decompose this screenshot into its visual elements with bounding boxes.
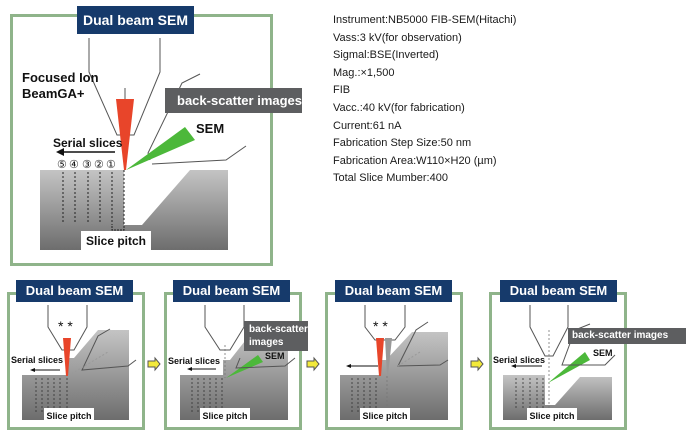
step2-backscatter-line1: back-scatter	[249, 324, 308, 335]
step-arrow-icon-3	[470, 356, 484, 372]
spec-fib: FIB	[333, 84, 351, 97]
step-arrow-icon-1	[147, 356, 161, 372]
sem-label: SEM	[196, 121, 225, 136]
slice-pitch-label: Slice pitch	[81, 231, 151, 251]
step3-graphic	[340, 305, 449, 420]
serial-slices-label: Serial slices	[53, 136, 123, 150]
step2-slice-pitch-label: Slice pitch	[200, 408, 250, 424]
slice-number-3: ③	[82, 159, 92, 171]
backscatter-tag: back-scatter images	[165, 88, 302, 113]
step2-serial-slices-label: Serial slices	[168, 356, 221, 366]
sem-beam	[126, 127, 195, 170]
step1-slice-pitch-label: Slice pitch	[44, 408, 94, 424]
step1-asterisks: * *	[58, 318, 73, 334]
fib-column-outline	[88, 38, 118, 136]
step-arrow-icon-2	[306, 356, 320, 372]
step2-backscatter-line2: images	[249, 337, 284, 348]
step2-graphic	[180, 305, 296, 420]
sample-block-left	[40, 170, 228, 250]
slice-number-1: ①	[106, 159, 116, 171]
specs-list: Instrument:NB5000 FIB-SEM(Hitachi) Vass:…	[333, 12, 516, 188]
step4-title-tag: Dual beam SEM	[500, 280, 617, 302]
main-title-tag: Dual beam SEM	[77, 6, 194, 34]
spec-signal: Sigmal:BSE(Inverted)	[333, 49, 439, 62]
slice-number-2: ②	[94, 159, 104, 171]
step2-backscatter-tag: back-scatter images	[244, 321, 308, 351]
step1-serial-slices-label: Serial slices	[11, 355, 64, 365]
step4-serial-slices-label: Serial slices	[493, 355, 546, 365]
fib-beam	[116, 99, 134, 170]
spec-total-slices: Total Slice Mumber:400	[333, 172, 448, 185]
spec-instrument: Instrument:NB5000 FIB-SEM(Hitachi)	[333, 14, 517, 26]
step4-slice-pitch-label: Slice pitch	[527, 408, 577, 424]
slice-lines	[62, 170, 125, 228]
slice-number-4: ④	[69, 159, 79, 171]
step1-graphic	[22, 305, 137, 420]
step2-title-tag: Dual beam SEM	[173, 280, 290, 302]
fib-label-line1: Focused Ion	[22, 70, 99, 85]
step1-title-tag: Dual beam SEM	[16, 280, 133, 302]
spec-vass: Vass:3 kV(for observation)	[333, 31, 462, 44]
step4-sem-label: SEM	[593, 348, 613, 358]
serial-slices-arrow	[56, 148, 64, 156]
fib-label-line2: BeamGA+	[22, 86, 85, 101]
spec-mag: Mag.:×1,500	[333, 66, 395, 79]
spec-step-size: Fabrication Step Size:50 nm	[333, 137, 472, 150]
step4-backscatter-tag: back-scatter images	[568, 328, 686, 344]
fib-column-outline-right	[133, 38, 161, 136]
slice-number-5: ⑤	[57, 159, 67, 171]
spec-vacc: Vacc.:40 kV(for fabrication)	[333, 101, 465, 114]
step3-slice-pitch-label: Slice pitch	[360, 408, 410, 424]
step2-sem-label: SEM	[265, 351, 285, 361]
step3-title-tag: Dual beam SEM	[335, 280, 452, 302]
spec-area: Fabrication Area:W110×H20 (µm)	[333, 154, 497, 167]
spec-current: Current:61 nA	[333, 119, 402, 132]
step3-asterisks: * *	[373, 318, 388, 334]
